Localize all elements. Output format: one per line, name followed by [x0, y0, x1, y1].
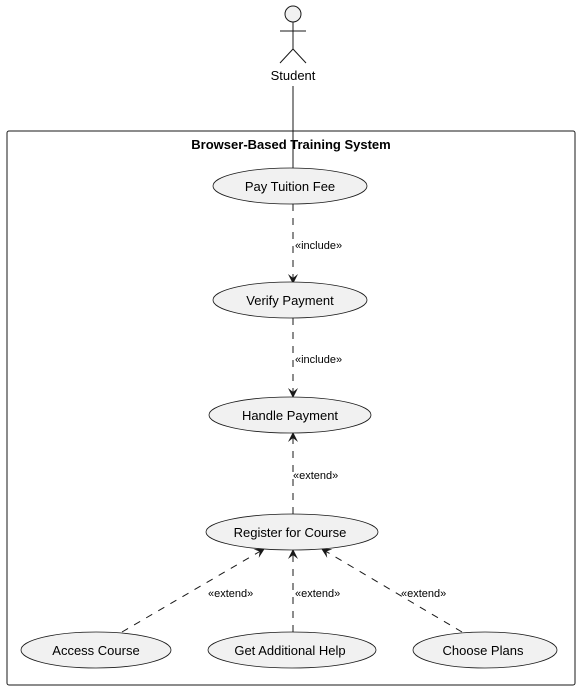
actor-head [284, 5, 302, 23]
system-title: Browser-Based Training System [191, 137, 390, 152]
extend-label-plans: «extend» [401, 588, 446, 600]
use-case-label: Pay Tuition Fee [245, 179, 335, 194]
use-case-label: Access Course [52, 643, 139, 658]
use-case-label: Verify Payment [246, 293, 334, 308]
use-case-access-course: Access Course [20, 631, 172, 669]
extend-label-help: «extend» [295, 588, 340, 600]
include-label-1: «include» [295, 240, 342, 252]
use-case-label: Handle Payment [242, 408, 338, 423]
extend-label-access: «extend» [208, 588, 253, 600]
use-case-label: Choose Plans [443, 643, 524, 658]
use-case-verify-payment: Verify Payment [212, 281, 368, 319]
actor-label: Student [271, 68, 316, 83]
extend-label-register: «extend» [293, 470, 338, 482]
include-label-2: «include» [295, 354, 342, 366]
use-case-handle-payment: Handle Payment [208, 396, 372, 434]
use-case-label: Register for Course [234, 525, 347, 540]
use-case-get-additional-help: Get Additional Help [207, 631, 377, 669]
use-case-choose-plans: Choose Plans [412, 631, 558, 669]
actor-student: Student [271, 5, 316, 83]
use-case-pay-tuition-fee: Pay Tuition Fee [212, 167, 368, 205]
actor-left-leg [279, 48, 294, 64]
use-case-label: Get Additional Help [234, 643, 345, 658]
use-case-register-for-course: Register for Course [205, 513, 379, 551]
actor-right-leg [292, 48, 307, 64]
